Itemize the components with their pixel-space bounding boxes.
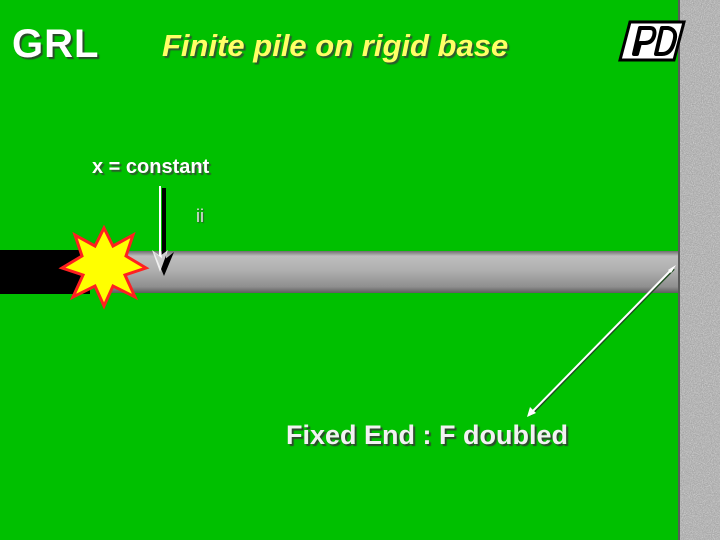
marker-label: ii (196, 206, 204, 226)
marker-dot (197, 163, 203, 169)
caption: Fixed End : F doubled (286, 420, 568, 450)
impact-burst-icon (58, 224, 150, 310)
rigid-base-wall (678, 0, 720, 540)
double-arrow-icon (527, 265, 676, 417)
pile-body (100, 251, 678, 293)
load-label: x = constant (92, 156, 210, 178)
down-arrow-icon (152, 186, 174, 276)
pdi-logo-icon (618, 20, 686, 62)
brand-label: GRL (12, 22, 100, 66)
slide-title: Finite pile on rigid base (162, 28, 509, 63)
